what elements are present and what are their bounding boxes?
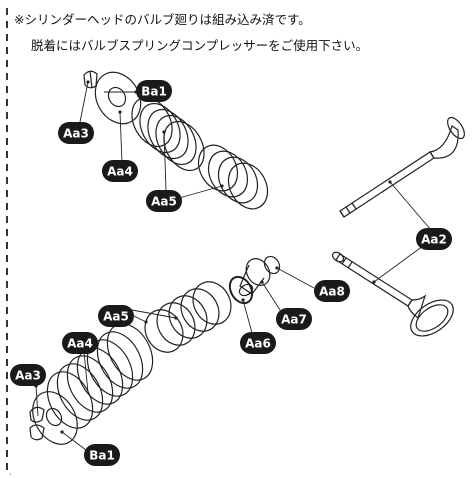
svg-text:Aa3: Aa3: [15, 369, 41, 383]
note-line-1: ※シリンダーヘッドのバルブ廻りは組み込み済です。: [14, 12, 311, 27]
valve-upper: [339, 116, 465, 218]
svg-text:Aa4: Aa4: [107, 165, 133, 179]
inner-spring-top: [131, 96, 205, 172]
svg-text:Aa5: Aa5: [103, 310, 129, 324]
label-aa6: Aa6: [240, 332, 276, 354]
note-line-2: 脱着にはバルブスプリングコンプレッサーをご使用下さい。: [31, 38, 369, 53]
outer-spring-bottom: [144, 281, 232, 353]
svg-text:Aa3: Aa3: [63, 127, 89, 141]
spring-seat: [238, 258, 271, 297]
svg-text:Aa6: Aa6: [245, 337, 271, 351]
valve-cotter-bottom: [29, 406, 45, 441]
spring-retainer-top: [94, 71, 142, 125]
svg-text:Aa4: Aa4: [67, 337, 93, 351]
label-aa5-bottom: Aa5: [98, 305, 134, 327]
label-ba1-top: Ba1: [136, 80, 172, 102]
label-ba1-bottom: Ba1: [84, 444, 120, 466]
label-aa7: Aa7: [276, 308, 312, 330]
svg-text:Aa2: Aa2: [421, 233, 447, 247]
label-aa5-top: Aa5: [146, 190, 182, 212]
svg-text:Ba1: Ba1: [141, 85, 167, 99]
leader-lines: [35, 81, 432, 451]
svg-text:Aa5: Aa5: [151, 195, 177, 209]
svg-text:Aa7: Aa7: [281, 313, 307, 327]
label-aa8: Aa8: [314, 280, 350, 302]
label-aa2: Aa2: [416, 228, 452, 250]
inner-spring-bottom: [46, 323, 154, 429]
outer-spring-top: [197, 144, 269, 210]
label-aa3-bottom: Aa3: [10, 364, 46, 386]
svg-text:Aa8: Aa8: [319, 285, 345, 299]
valve-cotter-top: [83, 70, 98, 89]
svg-text:Ba1: Ba1: [89, 449, 115, 463]
spring-retainer-bottom: [32, 391, 78, 445]
valve-washer: [228, 275, 254, 305]
label-aa4-bottom: Aa4: [62, 332, 98, 354]
label-aa4-top: Aa4: [102, 160, 138, 182]
label-aa3-top: Aa3: [58, 122, 94, 144]
valve-lower: [331, 251, 454, 337]
valve-stem-seal: [263, 255, 281, 275]
